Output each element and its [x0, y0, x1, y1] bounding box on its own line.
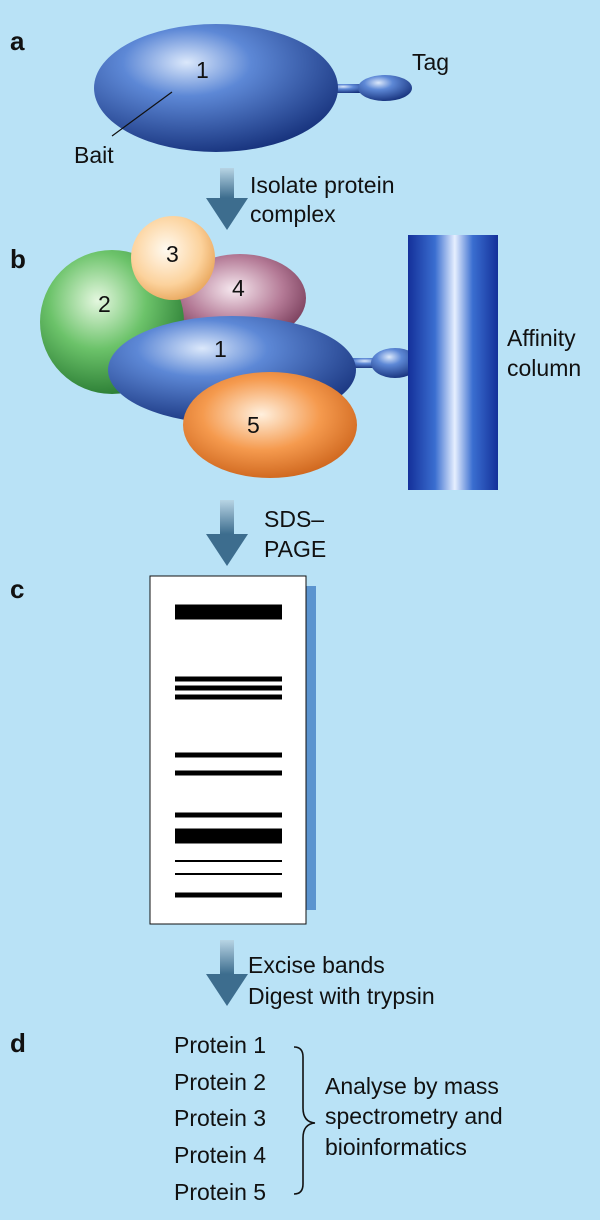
gel-band [175, 892, 282, 898]
arrow-sds-line2: PAGE [264, 536, 326, 562]
bait-ellipse [94, 24, 338, 152]
protein-5 [183, 372, 357, 478]
gel-band [175, 752, 282, 758]
analysis-line3: bioinformatics [325, 1134, 467, 1160]
bait-leader-line [111, 91, 173, 137]
protein-3-number: 3 [166, 241, 179, 267]
gel-band [175, 676, 282, 682]
arrow-isolate-line1: Isolate protein [250, 172, 394, 198]
protein-3 [131, 216, 215, 300]
protein-list-item-4: Protein 4 [174, 1142, 266, 1168]
arrow-isolate-line2: complex [250, 201, 336, 227]
gel-band [175, 604, 282, 620]
protein-list-item-1: Protein 1 [174, 1032, 266, 1058]
gel-band [175, 860, 282, 862]
bait-number: 1 [196, 57, 209, 83]
gel-band [175, 770, 282, 776]
arrow-excise-line1: Excise bands [248, 952, 385, 978]
column-linker [348, 358, 392, 368]
analysis-line2: spectrometry and [325, 1103, 503, 1129]
protein-list-item-2: Protein 2 [174, 1069, 266, 1095]
affinity-column-label-line2: column [507, 355, 581, 381]
gel-band [175, 694, 282, 700]
arrow-sds-page [206, 500, 248, 566]
bait-protein: 1 [94, 24, 412, 152]
bait-label: Bait [74, 142, 114, 168]
panel-label-c: c [10, 574, 24, 604]
arrow-excise-line2: Digest with trypsin [248, 983, 435, 1009]
gel-band [175, 685, 282, 691]
protein-list-item-5: Protein 5 [174, 1179, 266, 1205]
arrow-excise [206, 940, 248, 1006]
tag-linker [328, 84, 368, 93]
affinity-column-label-line1: Affinity [507, 325, 576, 351]
panel-label-a: a [10, 26, 25, 56]
gel-band [175, 873, 282, 875]
protein-list-item-3: Protein 3 [174, 1105, 266, 1131]
gel-band [175, 828, 282, 844]
panel-label-d: d [10, 1028, 26, 1058]
sds-page-gel [149, 575, 316, 925]
gel-band [175, 812, 282, 818]
tag-label: Tag [412, 49, 449, 75]
protein-1-number: 1 [214, 336, 227, 362]
panel-label-b: b [10, 244, 26, 274]
affinity-column [408, 235, 498, 490]
tag-shape [358, 75, 412, 101]
analysis-line1: Analyse by mass [325, 1073, 499, 1099]
gel-bands [175, 604, 282, 898]
protein-2-number: 2 [98, 291, 111, 317]
grouping-brace [293, 1046, 316, 1195]
gel [149, 575, 307, 925]
arrow-sds-line1: SDS– [264, 506, 324, 532]
column-tag [371, 348, 419, 378]
arrow-isolate [206, 168, 248, 230]
protein-5-number: 5 [247, 412, 260, 438]
protein-complex: 2 3 4 1 5 [40, 216, 419, 478]
protein-4-number: 4 [232, 275, 245, 301]
